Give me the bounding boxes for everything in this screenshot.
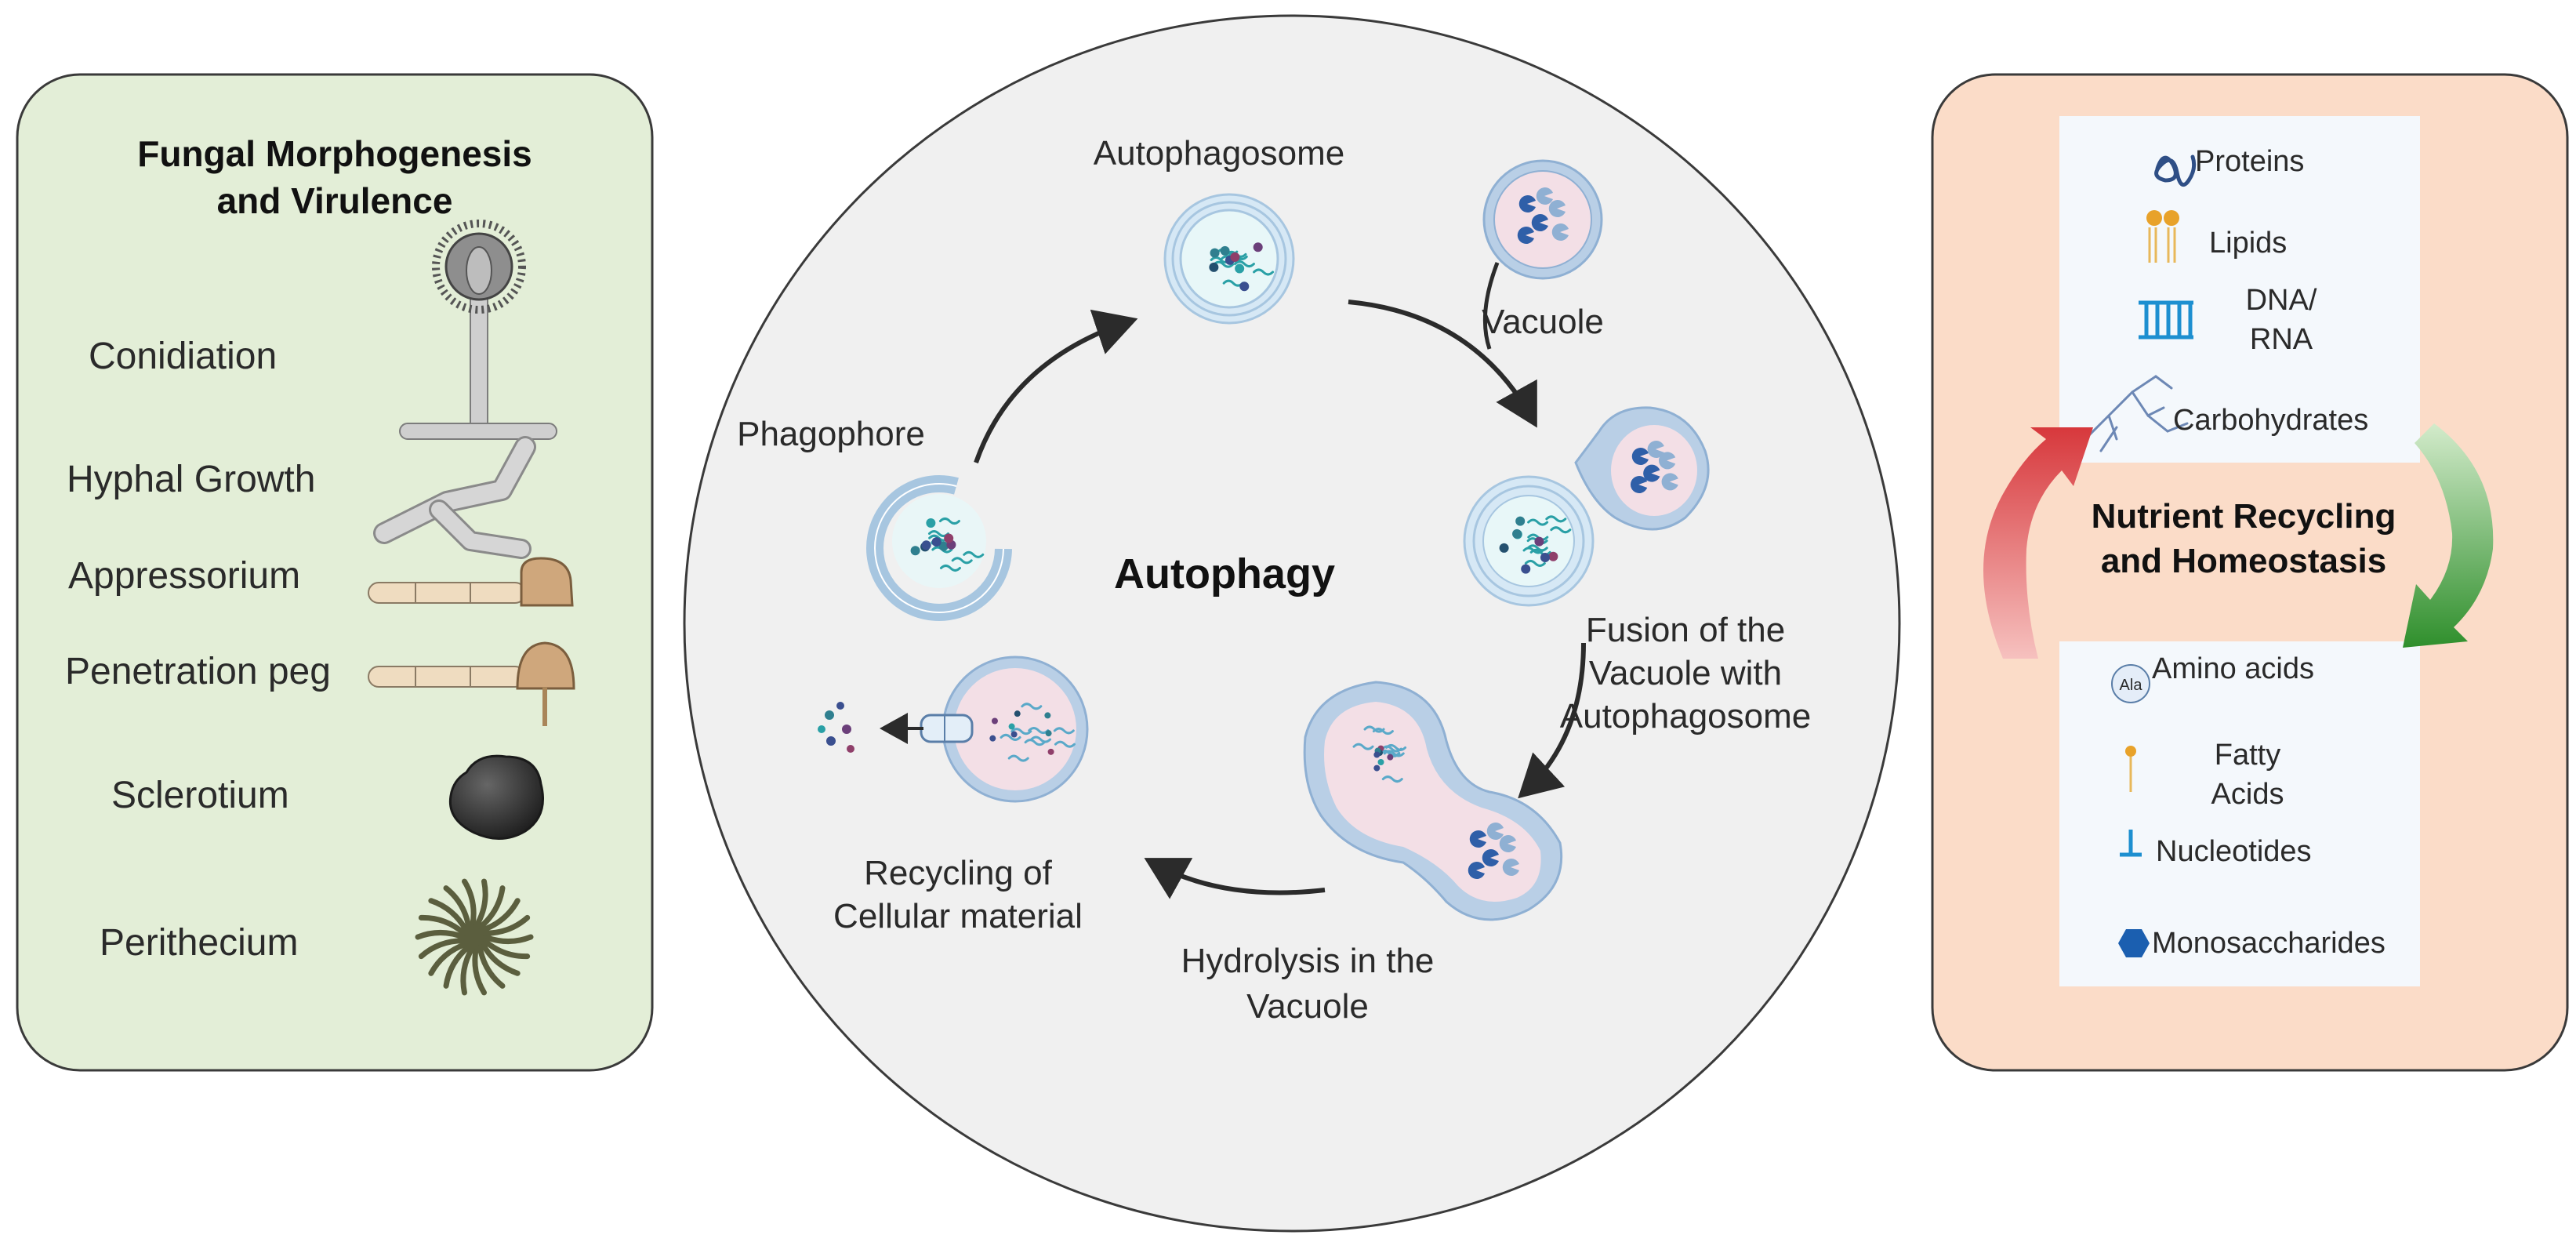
fusion-label-line2: Vacuole with <box>1589 654 1782 692</box>
right-panel-title-line2: and Homeostasis <box>2101 542 2386 580</box>
item-label-appressorium: Appressorium <box>68 555 300 597</box>
conidiophore-icon <box>399 220 557 440</box>
arrow-fusion-to-hydrolysis <box>1518 642 1586 799</box>
phagophore-icon <box>866 475 1012 621</box>
dna-label-line1: DNA/ <box>2246 284 2317 317</box>
hydrolysis-label-line2: Vacuole <box>1246 987 1369 1026</box>
monosaccharide-icon <box>2118 929 2150 957</box>
autophagosome-icon <box>1163 193 1295 325</box>
recycling-label-line1: Recycling of <box>864 854 1052 892</box>
hyphae-icon <box>373 436 536 559</box>
fatty-acids-label-line1: Fatty <box>2215 739 2280 772</box>
arrow-vacuole-to-fusion <box>1482 262 1500 350</box>
recycling-label-line2: Cellular material <box>833 897 1083 935</box>
dna-rna-icon <box>2139 300 2193 340</box>
sclerotium-icon <box>448 754 544 841</box>
appressorium-icon <box>368 557 574 607</box>
autophagosome-label: Autophagosome <box>1094 134 1344 173</box>
hydrolysis-icon <box>1303 681 1563 921</box>
item-label-conidiation: Conidiation <box>89 336 277 377</box>
fatty-acid-icon <box>2125 746 2136 792</box>
item-label-perithecium: Perithecium <box>100 922 298 964</box>
fusion-icon <box>1463 406 1710 607</box>
dna-label-line2: RNA <box>2250 323 2313 356</box>
recycling-icon <box>818 656 1089 803</box>
red-recycle-arrow <box>1983 427 2093 659</box>
item-label-hyphal-growth: Hyphal Growth <box>67 459 315 500</box>
ala-badge-text: Ala <box>2120 677 2143 694</box>
proteins-label: Proteins <box>2195 145 2304 178</box>
monosaccharides-label: Monosaccharides <box>2152 927 2386 960</box>
nucleotides-label: Nucleotides <box>2156 835 2312 868</box>
arrow-autophagosome-to-fusion <box>1348 300 1537 428</box>
phagophore-label: Phagophore <box>737 415 925 453</box>
penetration-peg-icon <box>368 641 575 726</box>
autophagy-circle <box>683 14 1901 1233</box>
item-label-penetration-peg: Penetration peg <box>65 651 331 692</box>
ala-badge-icon <box>2111 664 2150 703</box>
autophagy-title: Autophagy <box>1114 550 1335 597</box>
vacuole-icon <box>1482 159 1603 280</box>
green-recycle-arrow <box>2403 423 2494 648</box>
fusion-label-line3: Autophagosome <box>1560 697 1811 735</box>
left-panel-title-line1: Fungal Morphogenesis <box>137 133 532 174</box>
right-panel-title-line1: Nutrient Recycling <box>2092 497 2396 536</box>
lipid-icon <box>2146 210 2179 263</box>
left-panel-title-line2: and Virulence <box>217 180 453 221</box>
item-label-sclerotium: Sclerotium <box>111 775 289 816</box>
nucleotide-icon <box>2120 830 2142 857</box>
arrow-phagophore-to-autophagosome <box>974 309 1138 463</box>
fatty-acids-label-line2: Acids <box>2211 778 2284 811</box>
vacuole-label: Vacuole <box>1482 303 1604 341</box>
carbohydrates-label: Carbohydrates <box>2173 404 2368 437</box>
perithecium-icon <box>415 878 534 996</box>
lipids-label: Lipids <box>2209 227 2287 260</box>
hydrolysis-label-line1: Hydrolysis in the <box>1181 942 1435 980</box>
fusion-label-line1: Fusion of the <box>1586 611 1785 649</box>
arrow-hydrolysis-to-recycling <box>1144 858 1326 899</box>
amino-acids-label: Amino acids <box>2152 652 2314 685</box>
protein-icon <box>2154 154 2197 187</box>
